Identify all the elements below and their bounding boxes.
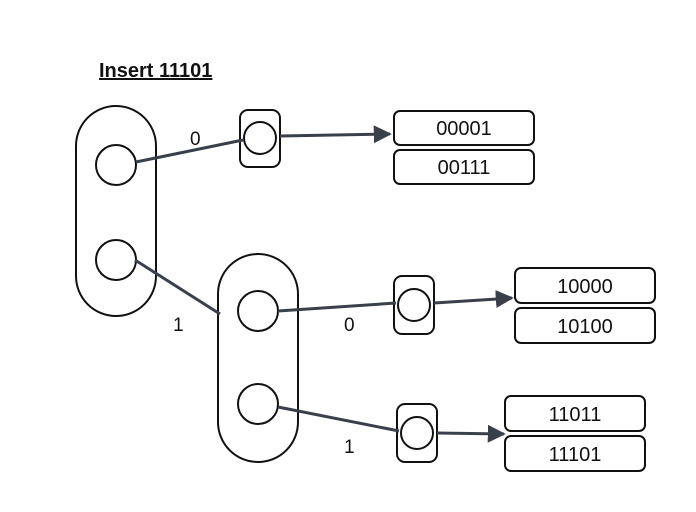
edge-label-child-0: 0	[344, 315, 355, 336]
bucket-0: 00001 00111	[393, 110, 535, 185]
child-slot-0	[237, 290, 279, 332]
bucket-11-entry: 11101	[549, 444, 602, 466]
bucket-0-entry: 00001	[436, 118, 492, 140]
root-node	[75, 105, 157, 317]
child-slot-1	[237, 383, 279, 425]
bucket-10: 10000 10100	[514, 267, 656, 344]
edge-label-root-1: 1	[173, 315, 184, 336]
root-slot-0	[95, 144, 137, 186]
pointer-box-11	[396, 403, 438, 463]
bucket-11-entry: 11011	[549, 404, 602, 426]
link-child-1	[277, 405, 400, 433]
bucket-10-entry: 10100	[557, 316, 613, 338]
bucket-11: 11011 11101	[504, 395, 646, 472]
arrow-to-bucket-10	[433, 290, 514, 309]
edge-label-child-1: 1	[344, 437, 355, 458]
link-root-1	[134, 258, 221, 316]
bucket-0-entry: 00111	[438, 157, 491, 179]
pointer-box-10	[393, 275, 435, 335]
root-slot-1	[95, 239, 137, 281]
link-root-0	[135, 138, 244, 164]
link-child-0	[277, 301, 397, 313]
pointer-box-0	[239, 109, 281, 168]
edge-label-root-0: 0	[190, 129, 201, 150]
child-node	[217, 253, 299, 463]
arrow-to-bucket-11	[436, 424, 506, 443]
diagram-title: Insert 11101	[99, 60, 212, 82]
bucket-10-entry: 10000	[557, 276, 613, 298]
arrow-to-bucket-0	[279, 125, 392, 144]
